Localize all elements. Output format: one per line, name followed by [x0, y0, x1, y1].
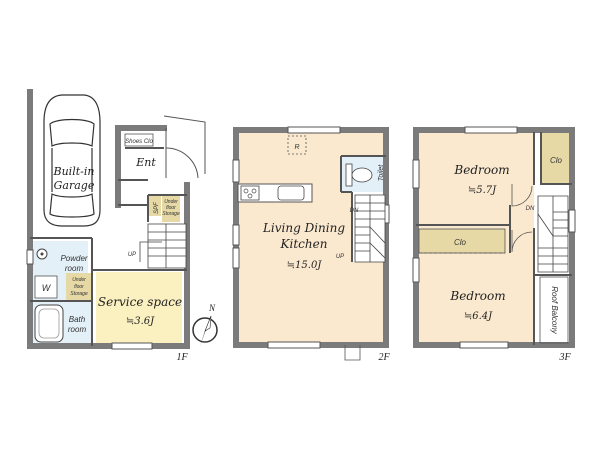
shoes-closet [124, 133, 154, 147]
garage-label-1: Built-in [53, 165, 95, 178]
ent-label: Ent [135, 156, 156, 169]
floor-1f: Built-in Garage Shoes Clo Ent SPF Under … [26, 89, 218, 363]
bath-room-label-1: Bath [69, 315, 86, 324]
underfloor-hall-1: Under [164, 199, 178, 205]
stairs-2f [354, 194, 386, 263]
car-icon [43, 94, 101, 227]
floor-3f: Clo Clo DN Bedroom ≒5.7J Bedroom ≒6.4J R… [412, 126, 576, 363]
bedroom-upper-label: Bedroom [453, 163, 509, 177]
bath-room-label-2: room [68, 325, 87, 334]
ldk-label-1: Living Dining [262, 221, 345, 235]
spf-label: SPF [154, 202, 160, 214]
washer-label: W [42, 283, 52, 293]
floor-2f: R Toilet DN UP Living Dining Kitchen ≒ [232, 126, 390, 363]
powder-room-label-1: Powder [60, 254, 87, 263]
service-space-label: Service space [98, 295, 182, 309]
toilet-icon [345, 163, 373, 187]
stairs-3f [537, 195, 569, 273]
closet-upper-label: Clo [550, 156, 563, 165]
balcony-door-2f [344, 345, 361, 361]
bedroom-lower-label: Bedroom [449, 289, 505, 303]
spf-area [149, 196, 161, 216]
powder-room-label-2: room [65, 264, 84, 273]
service-space-floor [96, 272, 182, 344]
floor-label-2f: 2F [378, 352, 390, 363]
underfloor-storage-1: Under [72, 277, 86, 283]
kitchen-sink-icon [277, 185, 305, 201]
ldk-area: ≒15.0J [287, 260, 323, 271]
refrigerator [287, 135, 307, 155]
underfloor-hall-2: floor [166, 205, 176, 211]
bedroom-lower-area: ≒6.4J [464, 311, 493, 322]
stairs-dn-3f: DN [526, 206, 535, 212]
closet-upper-area [541, 132, 569, 184]
underfloor-storage-hall [162, 196, 180, 222]
bedroom-upper-floor [416, 130, 534, 225]
closet-lower-area [419, 229, 505, 253]
roof-balcony-area [538, 275, 570, 345]
stairs-1f [139, 223, 187, 269]
shoes-clo-label: Shoes Clo [125, 139, 153, 145]
service-space-area: ≒3.6J [126, 316, 155, 327]
underfloor-storage-area [66, 273, 92, 301]
roof-balcony-label: Roof Balcony [550, 286, 559, 335]
floor-label-3f: 3F [558, 352, 571, 363]
compass-icon [192, 315, 218, 346]
bedroom-upper-area: ≒5.7J [468, 185, 497, 196]
closet-lower-label: Clo [454, 238, 467, 247]
stairs-dn-2f: DN [350, 208, 359, 214]
stove-icon [240, 185, 260, 201]
compass-n-label: N [208, 303, 216, 313]
stairs-up-2f: UP [336, 254, 344, 260]
refrigerator-label: R [294, 144, 299, 151]
underfloor-storage-3: Storage [70, 291, 88, 297]
garage-label-2: Garage [54, 179, 95, 192]
ldk-label-2: Kitchen [280, 237, 328, 251]
underfloor-hall-3: Storage [162, 211, 180, 217]
kitchen-counter [237, 183, 313, 203]
bathtub-icon [34, 304, 64, 343]
floor-label-1f: 1F [176, 352, 188, 363]
washer-box [34, 275, 58, 299]
entrance-door [163, 115, 206, 179]
toilet-label: Toilet [378, 164, 385, 182]
stairs-up-1f: UP [128, 252, 136, 258]
underfloor-storage-2: floor [74, 284, 84, 290]
